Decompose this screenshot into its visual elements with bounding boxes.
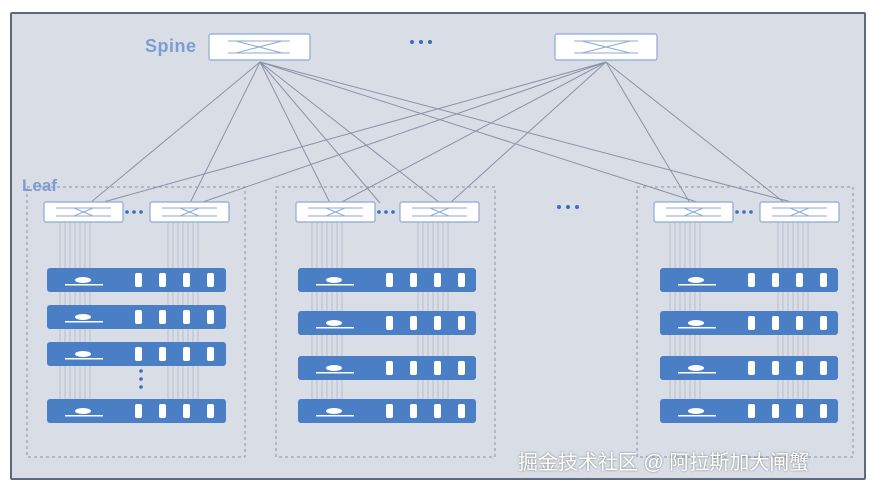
drive-bay-icon [434, 361, 441, 375]
drive-bay-icon [434, 316, 441, 330]
drive-bay-icon [386, 316, 393, 330]
leaf-label: Leaf [22, 176, 57, 195]
drive-bay-icon [159, 404, 166, 418]
drive-bay-icon [135, 273, 142, 287]
spine-ellipsis [410, 40, 432, 44]
disk-icon [75, 408, 91, 414]
drive-bay-icon [820, 404, 827, 418]
leaf-ellipsis [125, 210, 143, 214]
disk-icon [326, 277, 342, 283]
drive-bay-icon [207, 273, 214, 287]
drive-bay-icon [434, 404, 441, 418]
drive-bay-icon [458, 361, 465, 375]
drive-bay-icon [772, 361, 779, 375]
spine-label: Spine [145, 36, 197, 56]
drive-bay-icon [458, 273, 465, 287]
server [298, 311, 476, 335]
drive-bay-icon [159, 347, 166, 361]
pod-ellipsis [557, 205, 579, 209]
drive-bay-icon [386, 273, 393, 287]
server [47, 305, 226, 329]
disk-icon [326, 320, 342, 326]
server-ellipsis [139, 369, 143, 389]
drive-bay-icon [207, 310, 214, 324]
disk-icon [75, 277, 91, 283]
drive-bay-icon [796, 273, 803, 287]
pod [26, 186, 246, 458]
pod-boundary [636, 186, 854, 458]
drive-bay-icon [386, 361, 393, 375]
leaf-switch [295, 201, 376, 223]
drive-bay-icon [183, 347, 190, 361]
drive-bay-icon [135, 310, 142, 324]
disk-icon [688, 320, 704, 326]
leaf-ellipsis [735, 210, 753, 214]
watermark: 掘金技术社区 @ 阿拉斯加大闸蟹 [518, 452, 810, 474]
drive-bay-icon [434, 273, 441, 287]
drive-bay-icon [772, 273, 779, 287]
server [47, 268, 226, 292]
pod-boundary [275, 186, 496, 458]
leaf-switch [149, 201, 230, 223]
server [660, 356, 838, 380]
drive-bay-icon [820, 361, 827, 375]
drive-bay-icon [410, 361, 417, 375]
disk-icon [326, 365, 342, 371]
server [47, 399, 226, 423]
drive-bay-icon [386, 404, 393, 418]
leaf-switch [399, 201, 480, 223]
drive-bay-icon [410, 273, 417, 287]
disk-icon [326, 408, 342, 414]
drive-bay-icon [410, 316, 417, 330]
server [660, 399, 838, 423]
drive-bay-icon [458, 316, 465, 330]
spine-switch [554, 33, 658, 61]
drive-bay-icon [820, 273, 827, 287]
disk-icon [688, 277, 704, 283]
drive-bay-icon [159, 273, 166, 287]
spine-switch [208, 33, 311, 61]
drive-bay-icon [135, 404, 142, 418]
drive-bay-icon [772, 316, 779, 330]
drive-bay-icon [748, 404, 755, 418]
drive-bay-icon [183, 310, 190, 324]
leaf-switch [759, 201, 840, 223]
drive-bay-icon [159, 310, 166, 324]
drive-bay-icon [820, 316, 827, 330]
drive-bay-icon [183, 273, 190, 287]
drive-bay-icon [458, 404, 465, 418]
spine-leaf-links [89, 61, 796, 204]
drive-bay-icon [772, 404, 779, 418]
drive-bay-icon [207, 347, 214, 361]
leaf-switch [43, 201, 124, 223]
drive-bay-icon [135, 347, 142, 361]
pod [275, 186, 496, 458]
drive-bay-icon [748, 316, 755, 330]
disk-icon [75, 351, 91, 357]
disk-icon [688, 365, 704, 371]
drive-bay-icon [796, 404, 803, 418]
disk-icon [75, 314, 91, 320]
drive-bay-icon [748, 273, 755, 287]
server [298, 399, 476, 423]
server [298, 268, 476, 292]
server [47, 342, 226, 366]
pod [636, 186, 854, 458]
drive-bay-icon [207, 404, 214, 418]
disk-icon [688, 408, 704, 414]
pod-boundary [26, 186, 246, 458]
server [298, 356, 476, 380]
leaf-switch [653, 201, 734, 223]
server [660, 268, 838, 292]
drive-bay-icon [410, 404, 417, 418]
leaf-ellipsis [377, 210, 395, 214]
drive-bay-icon [183, 404, 190, 418]
drive-bay-icon [796, 361, 803, 375]
server [660, 311, 838, 335]
drive-bay-icon [796, 316, 803, 330]
drive-bay-icon [748, 361, 755, 375]
